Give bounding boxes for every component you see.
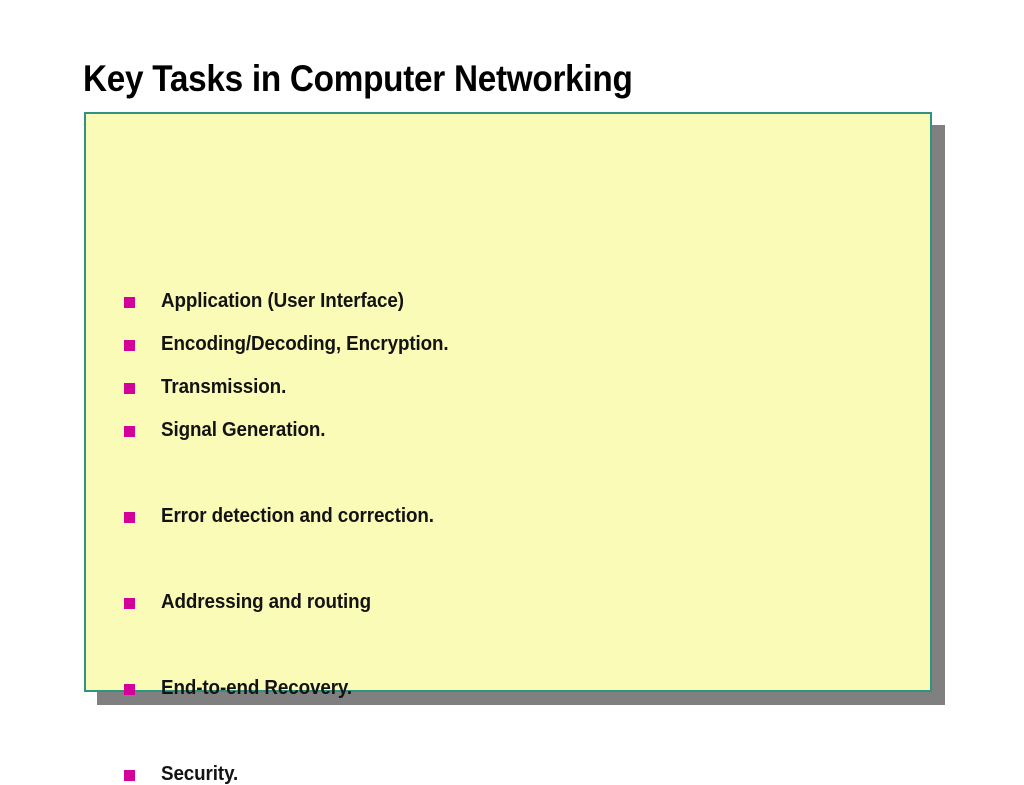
list-item-label: End-to-end Recovery. — [161, 677, 353, 699]
square-bullet-icon — [124, 426, 135, 437]
list-item: Security. — [124, 763, 243, 785]
list-item: Transmission. — [124, 376, 294, 398]
square-bullet-icon — [124, 340, 135, 351]
square-bullet-icon — [124, 512, 135, 523]
slide: Key Tasks in Computer Networking Applica… — [83, 57, 945, 785]
square-bullet-icon — [124, 684, 135, 695]
list-item: End-to-end Recovery. — [124, 677, 364, 699]
list-item-label: Addressing and routing — [161, 591, 371, 613]
square-bullet-icon — [124, 297, 135, 308]
list-item-label: Encoding/Decoding, Encryption. — [161, 333, 449, 355]
content-box: Application (User Interface) Encoding/Dec… — [84, 112, 932, 785]
list-item-label: Application (User Interface) — [161, 290, 404, 312]
list-item-label: Signal Generation. — [161, 419, 326, 441]
list-item: Encoding/Decoding, Encryption. — [124, 333, 467, 355]
list-item: Signal Generation. — [124, 419, 336, 441]
page-title: Key Tasks in Computer Networking — [83, 57, 633, 99]
list-item: Error detection and correction. — [124, 505, 451, 527]
list-item: Addressing and routing — [124, 591, 384, 613]
list-item: Application (User Interface) — [124, 290, 419, 312]
square-bullet-icon — [124, 770, 135, 781]
list-item-label: Transmission. — [161, 376, 287, 398]
square-bullet-icon — [124, 598, 135, 609]
list-item-label: Security. — [161, 763, 239, 785]
list-item-label: Error detection and correction. — [161, 505, 434, 527]
square-bullet-icon — [124, 383, 135, 394]
